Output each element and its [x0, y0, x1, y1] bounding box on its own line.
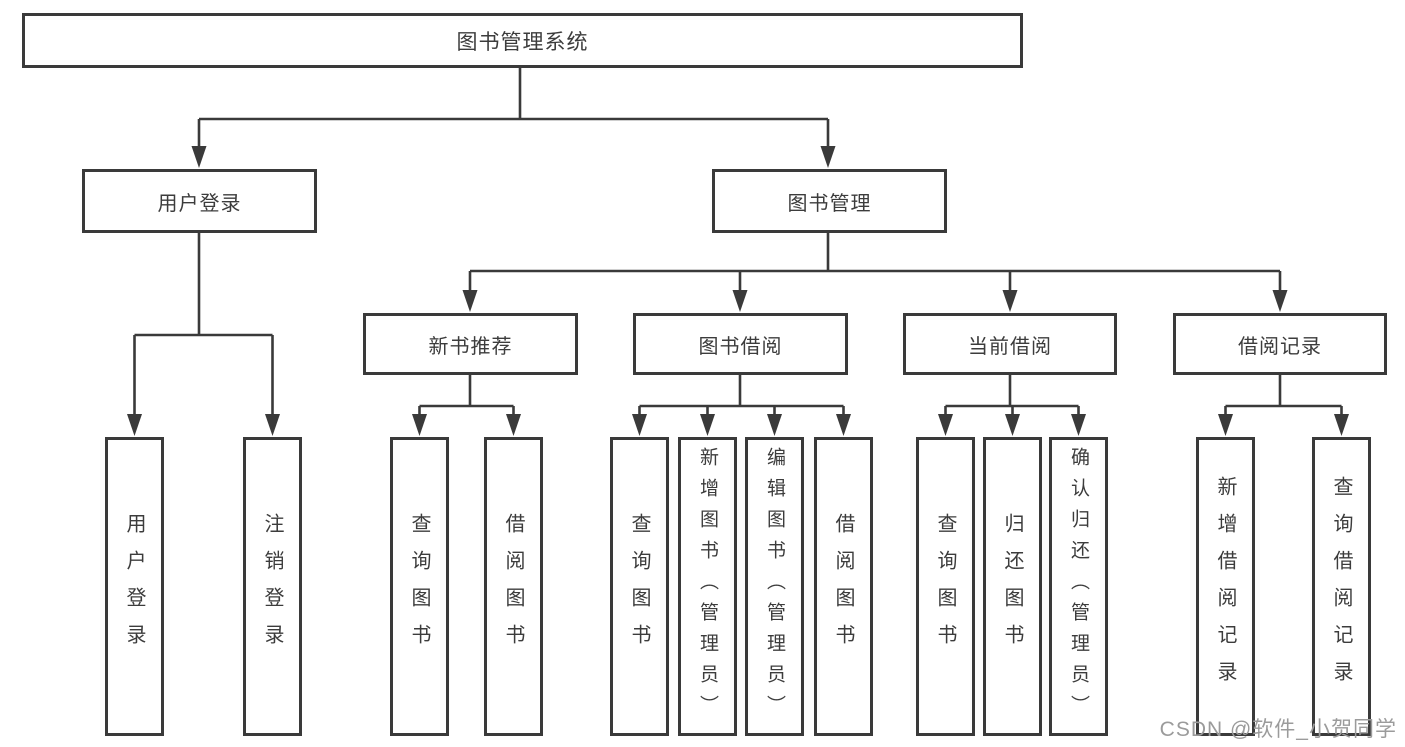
leaf-user-login: 用户登录 — [105, 437, 164, 736]
node-label: 用户登录 — [157, 192, 242, 215]
leaf-borrow-books: 借阅图书 — [814, 437, 873, 736]
leaf-logout: 注销登录 — [243, 437, 302, 736]
node-current-borrow: 当前借阅 — [903, 313, 1117, 375]
node-label: 注销登录 — [261, 512, 283, 661]
node-label: 借阅记录 — [1238, 335, 1322, 358]
leaf-return-books: 归还图书 — [983, 437, 1042, 736]
node-label: 查询图书 — [628, 512, 650, 661]
node-library-management-system: 图书管理系统 — [22, 13, 1023, 68]
node-label: 查询图书 — [408, 512, 430, 661]
leaf-query-borrow-record: 查询借阅记录 — [1312, 437, 1371, 736]
node-book-management: 图书管理 — [712, 169, 947, 233]
node-borrow-records: 借阅记录 — [1173, 313, 1387, 375]
node-user-login: 用户登录 — [82, 169, 317, 233]
leaf-query-books: 查询图书 — [390, 437, 449, 736]
node-label: 编辑图书（管理员） — [764, 447, 785, 726]
node-label: 图书借阅 — [698, 335, 783, 358]
node-label: 当前借阅 — [968, 335, 1052, 358]
node-label: 新增借阅记录 — [1214, 475, 1236, 698]
leaf-add-borrow-record: 新增借阅记录 — [1196, 437, 1255, 736]
leaf-borrow-books: 借阅图书 — [484, 437, 543, 736]
leaf-add-books-admin: 新增图书（管理员） — [678, 437, 737, 736]
node-label: 确认归还（管理员） — [1068, 447, 1089, 726]
node-label: 新书推荐 — [428, 335, 513, 358]
node-label: 查询图书 — [934, 512, 956, 661]
leaf-confirm-return-admin: 确认归还（管理员） — [1049, 437, 1108, 736]
node-label: 图书管理系统 — [456, 30, 589, 54]
leaf-edit-books-admin: 编辑图书（管理员） — [745, 437, 804, 736]
node-label: 借阅图书 — [832, 512, 854, 661]
node-label: 查询借阅记录 — [1330, 475, 1352, 698]
csdn-watermark: CSDN @软件_小贺同学 — [1159, 718, 1397, 741]
node-label: 归还图书 — [1001, 512, 1023, 661]
leaf-query-books: 查询图书 — [610, 437, 669, 736]
node-label: 新增图书（管理员） — [697, 447, 718, 726]
node-book-borrow: 图书借阅 — [633, 313, 848, 375]
node-label: 图书管理 — [787, 192, 872, 215]
node-label: 借阅图书 — [502, 512, 524, 661]
node-new-book-recommend: 新书推荐 — [363, 313, 578, 375]
leaf-query-books: 查询图书 — [916, 437, 975, 736]
node-label: 用户登录 — [123, 512, 145, 661]
